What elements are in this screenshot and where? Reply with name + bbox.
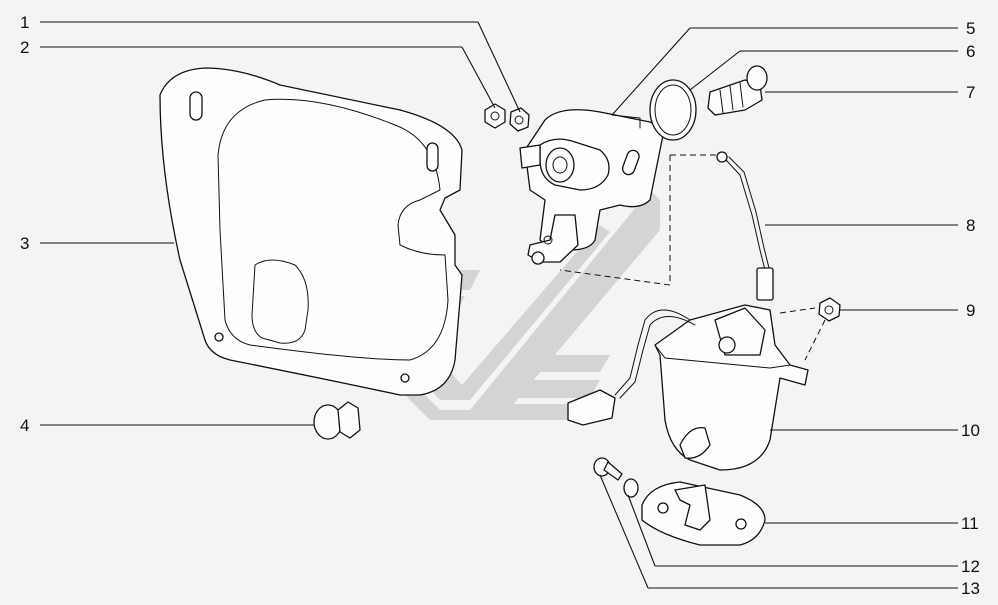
callout-11: 11 (961, 514, 979, 533)
callout-12: 12 (961, 557, 980, 576)
part-12-washer (623, 478, 639, 498)
callout-2: 2 (20, 38, 29, 57)
part-7-lock-cylinder (707, 65, 768, 116)
part-1-nut (509, 107, 530, 132)
callout-7: 7 (966, 83, 975, 102)
part-3-panel (159, 67, 463, 396)
part-8-cable (716, 151, 774, 301)
leader-lines (40, 21, 958, 589)
callout-5: 5 (966, 19, 975, 38)
callout-1: 1 (20, 13, 29, 32)
callout-8: 8 (966, 216, 975, 235)
part-9-nut (818, 297, 841, 322)
part-13-screw (593, 457, 623, 481)
callout-10: 10 (961, 421, 980, 440)
assembly-lines (559, 154, 826, 361)
callout-4: 4 (20, 416, 29, 435)
callout-labels: 1 2 3 4 5 6 7 8 9 10 11 12 13 (20, 13, 980, 598)
part-6-oring (649, 79, 697, 141)
callout-9: 9 (966, 301, 975, 320)
part-4-clip (313, 401, 361, 440)
part-10-latch (567, 304, 809, 471)
callout-3: 3 (20, 234, 29, 253)
callout-13: 13 (961, 579, 980, 598)
part-5-actuator (519, 109, 664, 265)
part-2-nut (484, 103, 506, 129)
part-11-striker (641, 481, 766, 546)
callout-6: 6 (966, 42, 975, 61)
